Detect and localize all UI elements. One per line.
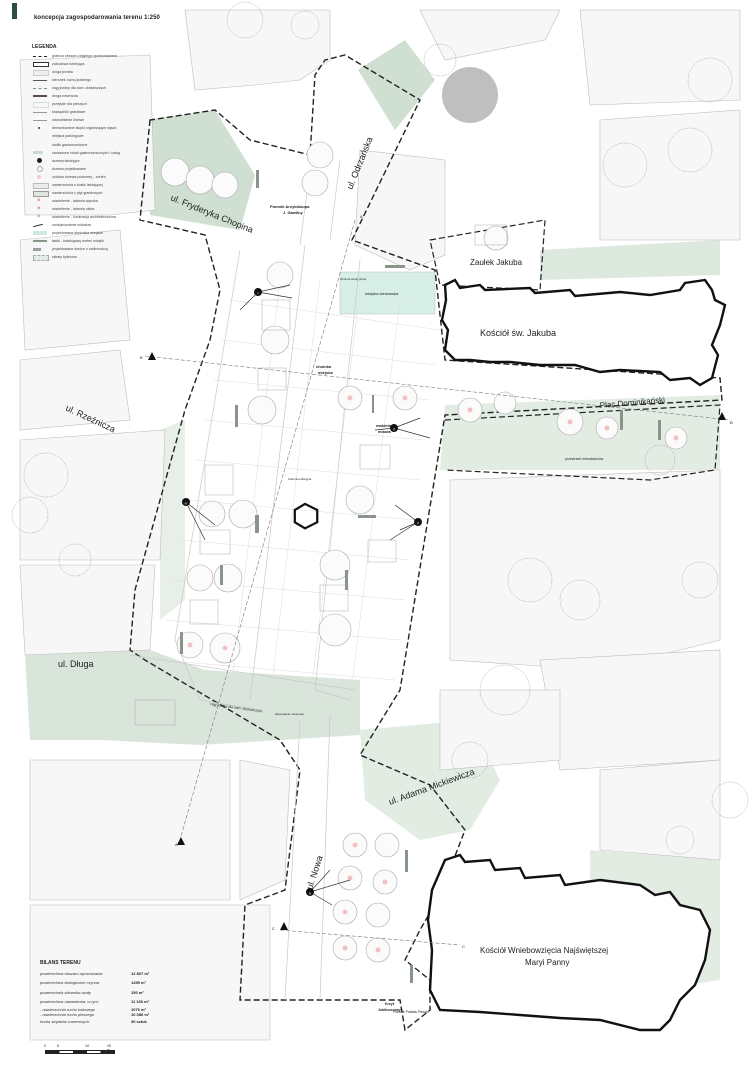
scale-bar-graphic <box>45 1050 115 1054</box>
legend-item: nawierzchnia z płyt granitowych <box>32 189 182 197</box>
boundary-plac <box>444 404 721 481</box>
legend-item: granica obszaru objętego opracowaniem <box>32 52 182 60</box>
lamp-low-icon: × <box>37 205 41 212</box>
krzyz-label-2: Jubileuszowy <box>378 1008 401 1012</box>
section-b-right: B <box>730 420 733 425</box>
church-maryi <box>426 853 712 1032</box>
legend-item: przejście dla pieszych <box>32 100 182 109</box>
choinka-label-2: miejska <box>318 370 333 375</box>
makieta-label-2: miasta <box>378 429 391 434</box>
view-lines <box>185 284 431 906</box>
legend-item: kierunek ruchu jezdnego <box>32 76 182 84</box>
view-tag-ii: II <box>393 428 395 432</box>
scale-bar: 0 5 10 15 m <box>44 1044 115 1054</box>
legend-item: ozdoba drzewa poziomej – cortén <box>32 173 182 181</box>
makieta-label-1: makieta <box>376 423 392 428</box>
legend-item: ×oświetlenie - latarnia wysoka <box>37 197 98 204</box>
legend-item: droga rowerowa <box>32 92 182 100</box>
legend-item: projektowane siedziska miejskie <box>32 229 182 237</box>
tree-icon <box>37 158 42 164</box>
legend-item: ×oświetlenie - iluminacja architektonicz… <box>37 213 116 220</box>
view-tag-v: V <box>417 522 420 526</box>
section-c-right: C <box>462 944 465 949</box>
section-lines <box>144 219 731 946</box>
legend-item: drzewa istniejące <box>32 157 182 165</box>
section-a-bottom: A <box>175 842 178 847</box>
legend-heading: LEGENDA <box>32 44 57 50</box>
przestrzen-label: przestrzeń mieszkańców <box>565 457 604 461</box>
legend-item: umiejscowienie widoków <box>32 221 182 229</box>
pomnik-pralata-label: Pomnik Prałata Pieczki <box>393 1010 429 1014</box>
tree-outline-icon <box>37 166 43 173</box>
lamp-high-icon: × <box>37 197 41 204</box>
legend-item: nawierzchnia z kostki istniejącej <box>32 181 182 189</box>
legend-item: drzewa projektowane <box>32 165 182 173</box>
scale-tick-10: 10 <box>85 1044 89 1048</box>
water-basin <box>339 271 436 315</box>
choinka-label-1: choinka <box>316 364 332 369</box>
krzyz-label-1: Krzyż <box>385 1002 395 1006</box>
legend: LEGENDA granica obszaru objętego opracow… <box>32 44 182 262</box>
cafe-tables <box>134 224 508 726</box>
kolumna-label: Kolumna Maryjna <box>288 477 312 481</box>
legend-item: ×oświetlenie - latarnia niska <box>37 205 95 212</box>
street-edges <box>129 159 361 1001</box>
legend-item: droga jezdna <box>32 68 182 77</box>
existing-trees <box>11 1 749 855</box>
pomnik-label-1: Pomnik Arcybiskupa <box>270 204 310 209</box>
tree-cores <box>187 395 679 953</box>
pomnik-label-2: J. Gawliny <box>283 210 304 215</box>
zbiornik-label: zbiornik wody pitnej <box>340 277 367 281</box>
legend-item: demontowane słupki organizujące wjazd <box>32 124 182 132</box>
legend-item: projektowane donice z roślinnością <box>32 245 182 253</box>
plaza-grid <box>159 279 441 701</box>
view-tag-iv: IV <box>185 502 188 506</box>
view-tag-i: I <box>258 292 259 296</box>
scale-tick-0: 0 <box>44 1044 46 1048</box>
legend-item: miejsca parkingowe <box>52 134 84 139</box>
bilans-table: BILANS TERENU powierzchnia obszaru oprac… <box>40 960 165 1026</box>
scale-tick-5: 5 <box>57 1044 59 1048</box>
view-markers <box>182 288 422 896</box>
section-arrows <box>148 352 726 930</box>
boundary-zaulek <box>429 219 546 291</box>
plan-rowerowe-label: planowanie rowerowe <box>275 712 304 716</box>
benches <box>180 170 661 983</box>
section-c-left: C <box>272 926 275 931</box>
plan-title: koncepcja zagospodarowania terenu 1:250 <box>34 15 160 21</box>
bilans-row: powierzchnia utwardzona, w tym:11 160 m² <box>40 999 150 1005</box>
logo-mark <box>12 3 17 19</box>
church-jakuba-label: Kościół św. Jakuba <box>480 328 556 338</box>
legend-item: krawężniki granitowe <box>32 108 182 116</box>
view-tag-iii: III <box>309 892 312 896</box>
street-nowa-label: ul. Nowa <box>304 854 324 890</box>
legend-item: rabaty bylinowe <box>32 253 182 262</box>
legend-item: zadaszone lokali gastronomicznych i usłu… <box>32 149 182 157</box>
legend-item: odwodnienie liniowe <box>32 116 182 124</box>
ciag-dost-label: ciąg jezdny dla sam. dostawczych <box>210 702 263 713</box>
legend-item: ławki - katalogowy mebel miejski <box>32 237 182 245</box>
bilans-heading: BILANS TERENU <box>40 960 81 966</box>
kolumna-hexagon <box>293 502 319 530</box>
church-maryi-label-1: Kościół Wniebowzięcia Najświętszej <box>480 946 608 955</box>
legend-item: stoliki gastronomiczne <box>52 142 88 147</box>
church-jakuba <box>440 278 727 387</box>
siedzawka-label: miejska siedzawka <box>365 291 399 296</box>
church-maryi-label-2: Maryi Panny <box>525 958 569 967</box>
section-a-top: A <box>360 214 363 219</box>
section-b-left: B <box>140 355 143 360</box>
legend-item: zabudowa istniejąca <box>32 60 182 68</box>
legend-item: ciąg jezdny dla sam. dostawczych <box>32 84 182 92</box>
street-dluga-label: ul. Długa <box>58 659 94 669</box>
illumination-icon: × <box>37 213 41 220</box>
zaulek-label: Zaułek Jakuba <box>470 258 523 267</box>
existing-buildings <box>19 9 741 1041</box>
